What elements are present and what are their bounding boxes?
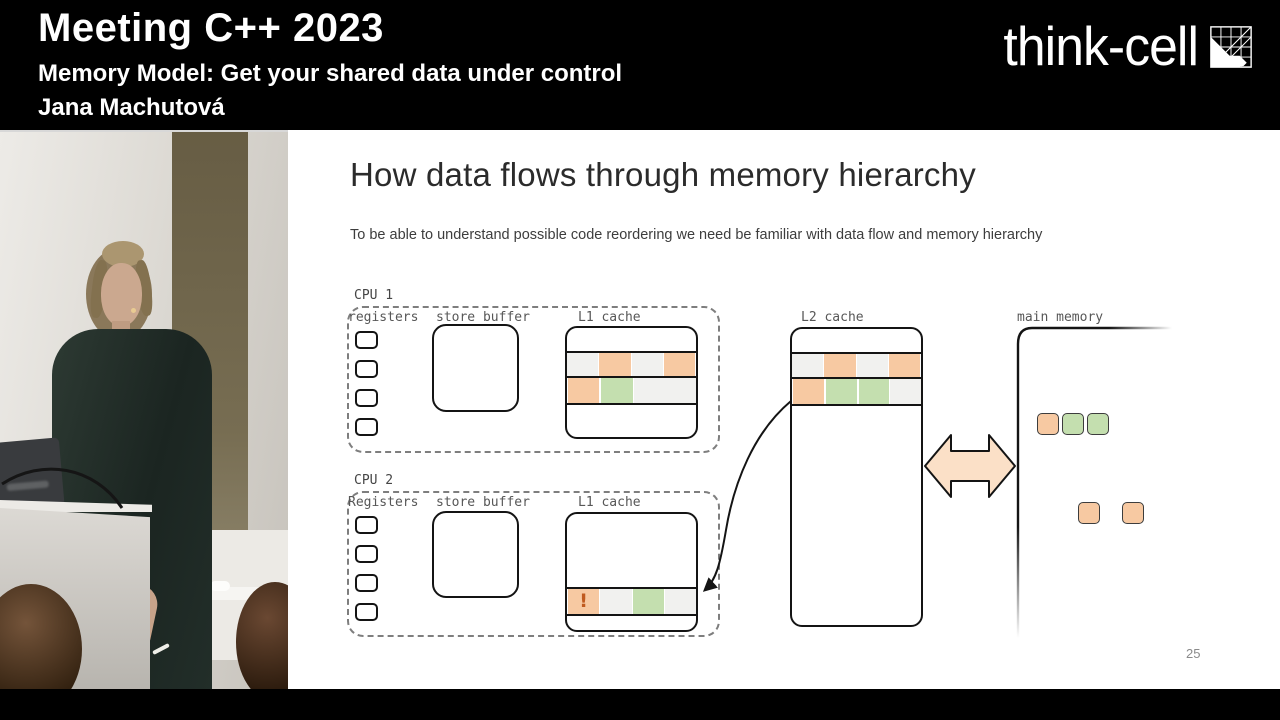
cache-cell-orange (823, 354, 857, 377)
think-cell-grid-icon (1210, 26, 1252, 68)
memory-block-green (1087, 413, 1109, 435)
cpu1-box (347, 306, 720, 453)
cpu1-store-buffer-label: store buffer (436, 310, 530, 325)
cache-cell-gray (567, 353, 599, 376)
cache-cell-orange (792, 379, 825, 404)
page-number: 25 (1186, 646, 1201, 661)
cpu2-label: CPU 2 (354, 473, 394, 488)
cache-line (567, 351, 696, 378)
cache-cell-gray (631, 353, 663, 376)
brand-logo: think-cell (991, 14, 1252, 78)
main-memory-row1 (1037, 413, 1109, 435)
cache-cell-gray (633, 378, 665, 403)
cache-cell-gray (890, 379, 921, 404)
cache-cell-green (631, 589, 665, 614)
headset-mic (131, 308, 136, 313)
cache-cell-orange (567, 378, 601, 403)
speaker-video (0, 130, 288, 689)
register-box (355, 574, 378, 592)
alert-mark: ! (579, 589, 588, 612)
slide-title: How data flows through memory hierarchy (350, 156, 976, 193)
main-memory-label: main memory (1017, 310, 1104, 325)
cpu2-store-buffer (432, 511, 519, 598)
talk-title: Memory Model: Get your shared data under… (38, 60, 623, 87)
cpu1-l1-label: L1 cache (578, 310, 641, 325)
cache-cell-alert: ! (567, 589, 601, 614)
paper-roll (210, 581, 230, 591)
slide: How data flows through memory hierarchy … (288, 130, 1280, 689)
cpu2-registers-label: Registers (348, 495, 419, 510)
slide-subtitle: To be able to understand possible code r… (350, 227, 1043, 243)
l2-cache-label: L2 cache (801, 310, 864, 325)
l2-memory-double-arrow (924, 434, 1016, 498)
laptop-logo-smudge (6, 480, 49, 492)
cpu2-l1-label: L1 cache (578, 495, 641, 510)
cpu1-label: CPU 1 (354, 288, 394, 303)
register-box (355, 516, 378, 534)
main-memory-corner (1016, 326, 1033, 345)
register-box (355, 360, 378, 378)
register-box (355, 603, 378, 621)
cpu1-registers (355, 331, 378, 436)
register-box (355, 389, 378, 407)
register-box (355, 418, 378, 436)
cache-cell-green (857, 379, 891, 404)
cache-cell-gray (664, 378, 696, 403)
memory-block-orange (1122, 502, 1144, 524)
main-memory-row2 (1078, 502, 1144, 524)
register-box (355, 331, 378, 349)
cpu1-registers-label: registers (348, 310, 419, 325)
letterbox-bottom (0, 689, 1280, 720)
cache-cell-gray (664, 589, 696, 614)
cpu2-l1-cache: ! (565, 512, 698, 632)
cache-cell-green (600, 378, 634, 403)
speaker-face (101, 263, 142, 326)
cache-cell-gray (792, 354, 824, 377)
memory-block-orange (1078, 502, 1100, 524)
cpu1-l1-cache (565, 326, 698, 439)
cache-line (792, 379, 921, 406)
cache-line (792, 352, 921, 379)
brand-wordmark: think-cell (1003, 15, 1199, 77)
header-bar: Meeting C++ 2023 Memory Model: Get your … (0, 0, 1280, 130)
cpu2-registers (355, 516, 378, 621)
speaker-name: Jana Machutová (38, 94, 225, 121)
cpu2-store-buffer-label: store buffer (436, 495, 530, 510)
register-box (355, 545, 378, 563)
memory-block-orange (1037, 413, 1059, 435)
conference-title: Meeting C++ 2023 (38, 6, 384, 50)
l2-cache (790, 327, 923, 627)
cpu1-store-buffer (432, 324, 519, 412)
cache-cell-orange (887, 354, 921, 377)
cache-cell-gray (600, 589, 632, 614)
cache-cell-orange (598, 353, 632, 376)
cache-cell-orange (662, 353, 696, 376)
cache-cell-green (824, 379, 858, 404)
cache-line: ! (567, 587, 696, 616)
cache-line (567, 378, 696, 405)
cache-cell-gray (856, 354, 888, 377)
memory-block-green (1062, 413, 1084, 435)
